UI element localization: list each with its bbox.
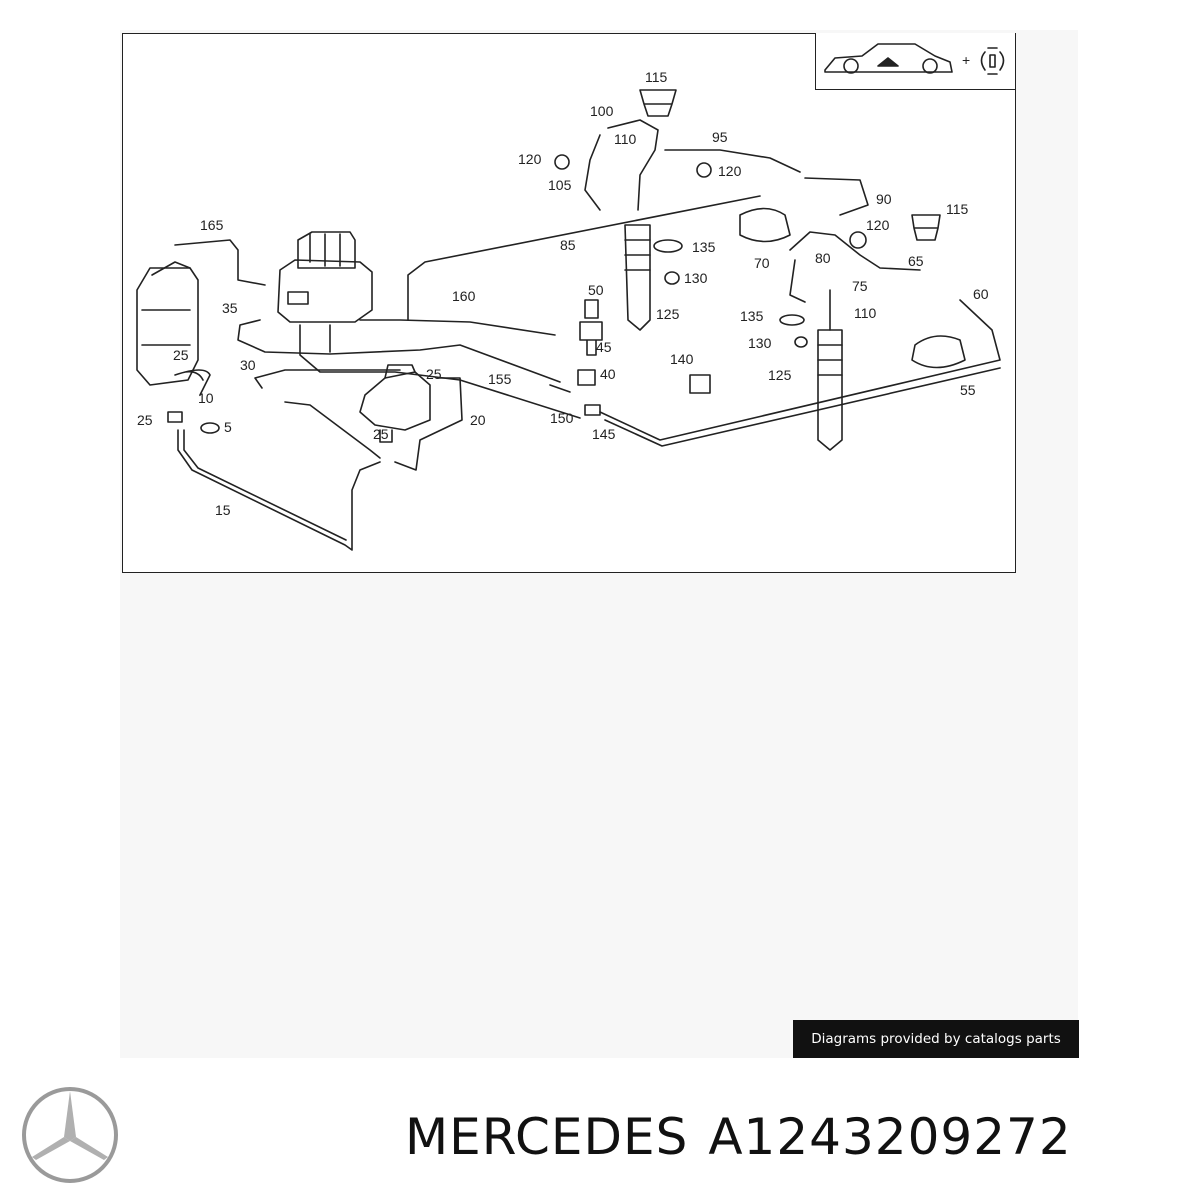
inset-plus-sign: + [962, 52, 970, 68]
callout-125: 125 [768, 367, 792, 383]
credit-badge: Diagrams provided by catalogs parts [793, 1020, 1079, 1058]
callout-20: 20 [470, 412, 486, 428]
mercedes-star-logo-icon [22, 1087, 118, 1183]
car-silhouette-icon [824, 43, 953, 74]
callout-45: 45 [596, 339, 612, 355]
callout-35: 35 [222, 300, 238, 316]
callout-50: 50 [588, 282, 604, 298]
callout-120: 120 [718, 163, 742, 179]
callout-70: 70 [754, 255, 770, 271]
callout-140: 140 [670, 351, 694, 367]
credit-badge-text: Diagrams provided by catalogs parts [811, 1031, 1061, 1047]
callout-85: 85 [560, 237, 576, 253]
callout-65: 65 [908, 253, 924, 269]
callout-165: 165 [200, 217, 224, 233]
callout-80: 80 [815, 250, 831, 266]
callout-5: 5 [224, 419, 232, 435]
callout-130: 130 [748, 335, 772, 351]
rear-strut [817, 329, 843, 451]
callout-135: 135 [740, 308, 764, 324]
callout-95: 95 [712, 129, 728, 145]
callout-110: 110 [854, 305, 877, 321]
callout-110: 110 [614, 131, 637, 147]
callout-25: 25 [137, 412, 153, 428]
callout-145: 145 [592, 426, 616, 442]
level-control-valve-block [277, 259, 373, 323]
callout-115: 115 [645, 69, 668, 85]
pressure-regulator [359, 371, 431, 431]
callout-130: 130 [684, 270, 708, 286]
callout-160: 160 [452, 288, 476, 304]
parts-diagram-frame [122, 33, 1016, 573]
callout-75: 75 [852, 278, 868, 294]
callout-90: 90 [876, 191, 892, 207]
callout-115: 115 [946, 201, 969, 217]
callout-15: 15 [215, 502, 231, 518]
callout-155: 155 [488, 371, 512, 387]
callout-10: 10 [198, 390, 214, 406]
part-number: A1243209272 [708, 1108, 1072, 1166]
callout-60: 60 [973, 286, 989, 302]
callout-30: 30 [240, 357, 256, 373]
callout-25: 25 [426, 366, 442, 382]
callout-125: 125 [656, 306, 680, 322]
brand-part-heading: MERCEDES A1243209272 [405, 1108, 1092, 1166]
callout-25: 25 [173, 347, 189, 363]
spring-bracket-icon [980, 47, 1005, 75]
front-strut [624, 224, 651, 331]
callout-120: 120 [866, 217, 890, 233]
callout-120: 120 [518, 151, 542, 167]
callout-40: 40 [600, 366, 616, 382]
callout-135: 135 [692, 239, 716, 255]
hydraulic-reservoir [136, 267, 199, 386]
brand-name: MERCEDES [405, 1108, 689, 1166]
rear-accumulator [739, 207, 791, 243]
callout-105: 105 [548, 177, 572, 193]
callout-150: 150 [550, 410, 574, 426]
callout-55: 55 [960, 382, 976, 398]
callout-100: 100 [590, 103, 614, 119]
callout-25: 25 [373, 426, 389, 442]
